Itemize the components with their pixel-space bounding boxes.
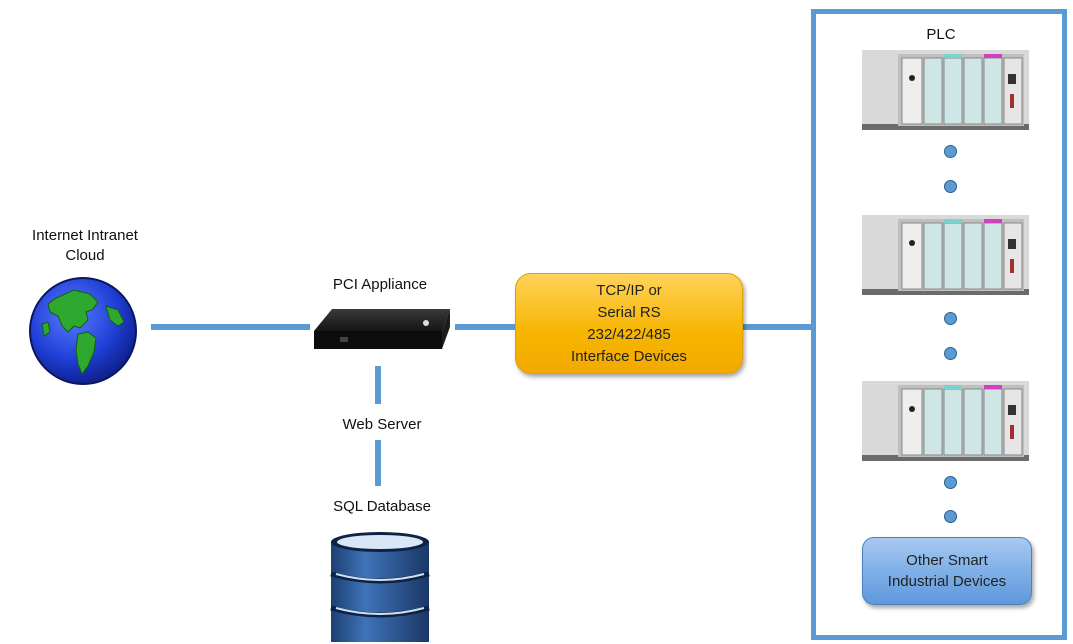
plc-rack-icon — [862, 50, 1029, 130]
cloud-label: Internet Intranet Cloud — [0, 226, 170, 266]
database-icon — [330, 532, 430, 642]
interface-devices-box: TCP/IP or Serial RS 232/422/485 Interfac… — [515, 273, 743, 374]
link-cloud-appliance — [151, 324, 310, 330]
continuation-dot — [944, 145, 957, 158]
cloud-label-line1: Internet Intranet — [32, 227, 138, 244]
other-devices-box: Other Smart Industrial Devices — [862, 537, 1032, 605]
interface-line-2: Serial RS — [597, 303, 661, 321]
continuation-dot — [944, 347, 957, 360]
globe-icon — [29, 277, 137, 385]
continuation-dot — [944, 312, 957, 325]
database-label: SQL Database — [333, 498, 431, 515]
continuation-dot — [944, 510, 957, 523]
web-server-label: Web Server — [342, 416, 422, 433]
appliance-label: PCI Appliance — [332, 276, 428, 293]
link-interface-plc — [741, 324, 813, 330]
plc-rack-icon — [862, 215, 1029, 295]
link-webserver-database — [375, 440, 381, 486]
link-appliance-interface — [455, 324, 515, 330]
link-appliance-webserver — [375, 366, 381, 404]
interface-line-1: TCP/IP or — [596, 281, 662, 299]
cloud-label-line2: Cloud — [65, 247, 105, 264]
continuation-dot — [944, 476, 957, 489]
other-devices-line-1: Other Smart — [906, 552, 988, 569]
continuation-dot — [944, 180, 957, 193]
interface-line-3: 232/422/485 — [587, 325, 671, 343]
appliance-box-icon — [314, 309, 450, 349]
plc-rack-icon — [862, 381, 1029, 461]
other-devices-line-2: Industrial Devices — [887, 573, 1007, 590]
plc-title: PLC — [926, 26, 956, 43]
interface-line-4: Interface Devices — [571, 347, 687, 365]
